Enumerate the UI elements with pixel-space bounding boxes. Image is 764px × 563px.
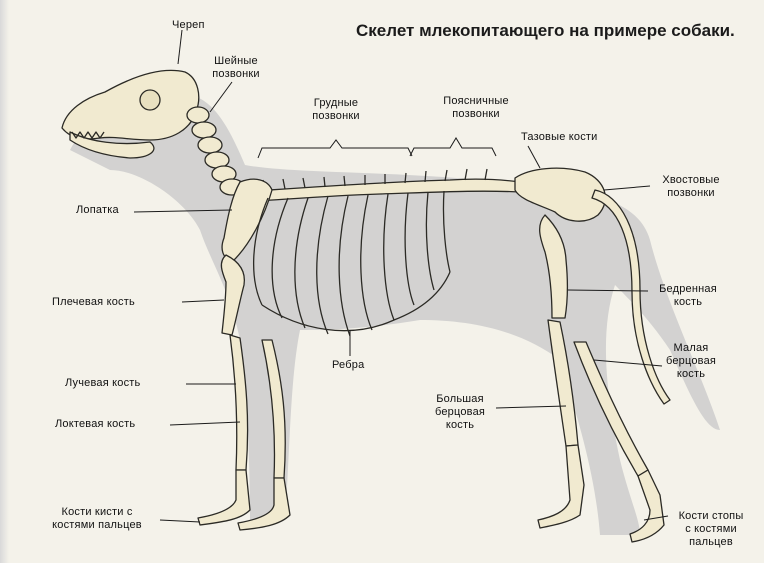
label-hand-line2: костями пальцев <box>32 519 162 532</box>
label-thoracic-line2: позвонки <box>296 110 376 123</box>
label-lumbar-line1: Поясничные <box>426 95 526 108</box>
leader-humerus <box>182 300 224 302</box>
label-foot-line2: с костями <box>666 523 756 536</box>
label-fibula-line2: берцовая <box>660 355 722 368</box>
skull-bone <box>62 70 199 140</box>
label-fibula-line1: Малая <box>660 342 722 355</box>
label-foot-line1: Кости стопы <box>666 510 756 523</box>
label-ribs: Ребра <box>332 359 364 372</box>
label-fibula-line3: кость <box>660 368 722 381</box>
leader-hand <box>160 520 200 522</box>
label-caudal: Хвостовые позвонки <box>648 174 734 200</box>
leader-tibia <box>496 406 566 408</box>
label-skull: Череп <box>172 19 205 32</box>
label-tibia-line2: берцовая <box>420 406 500 419</box>
leader-lumbar <box>410 138 496 156</box>
leader-cervical <box>210 82 232 112</box>
label-pelvic: Тазовые кости <box>521 131 598 144</box>
label-cervical-line2: позвонки <box>196 68 276 81</box>
label-thoracic: Грудные позвонки <box>296 97 376 123</box>
label-fibula: Малая берцовая кость <box>660 342 722 381</box>
label-femur-line1: Бедренная <box>648 283 728 296</box>
label-tibia: Большая берцовая кость <box>420 393 500 432</box>
eye-socket <box>140 90 160 110</box>
leader-thoracic <box>258 140 412 158</box>
leader-ulna <box>170 422 240 425</box>
diagram-title: Скелет млекопитающего на примере собаки. <box>356 20 756 41</box>
label-hand: Кости кисти с костями пальцев <box>32 506 162 532</box>
label-scapula: Лопатка <box>76 204 119 217</box>
label-cervical: Шейные позвонки <box>196 55 276 81</box>
label-tibia-line1: Большая <box>420 393 500 406</box>
label-hand-line1: Кости кисти с <box>32 506 162 519</box>
label-caudal-line2: позвонки <box>648 187 734 200</box>
leader-caudal <box>604 186 650 190</box>
label-caudal-line1: Хвостовые <box>648 174 734 187</box>
dog-silhouette <box>70 94 720 535</box>
label-tibia-line3: кость <box>420 419 500 432</box>
label-lumbar: Поясничные позвонки <box>426 95 526 121</box>
label-humerus: Плечевая кость <box>52 296 135 309</box>
label-lumbar-line2: позвонки <box>426 108 526 121</box>
front-paw-left <box>198 470 250 525</box>
label-thoracic-line1: Грудные <box>296 97 376 110</box>
label-foot: Кости стопы с костями пальцев <box>666 510 756 549</box>
leader-pelvic <box>528 146 540 168</box>
leader-skull <box>178 30 182 64</box>
label-femur-line2: кость <box>648 296 728 309</box>
label-radius: Лучевая кость <box>65 377 140 390</box>
label-cervical-line1: Шейные <box>196 55 276 68</box>
label-femur: Бедренная кость <box>648 283 728 309</box>
label-ulna: Локтевая кость <box>55 418 135 431</box>
hind-paw-left <box>538 445 584 528</box>
label-foot-line3: пальцев <box>666 536 756 549</box>
